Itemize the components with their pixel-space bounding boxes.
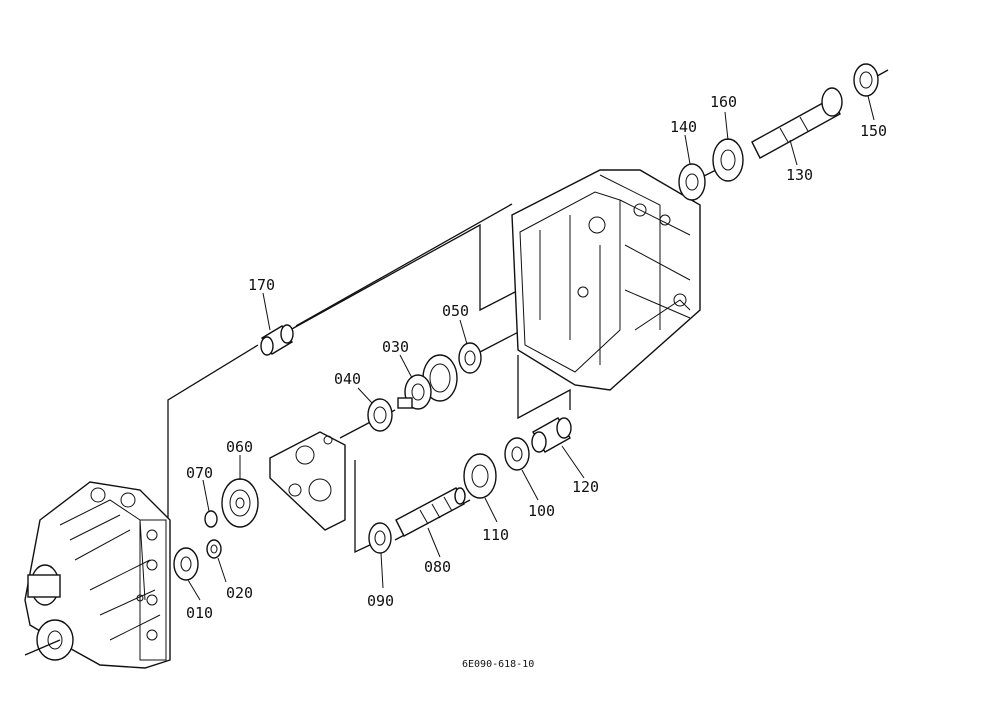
label-070: 070 xyxy=(186,464,213,482)
part-080-shaft xyxy=(395,487,466,537)
label-060: 060 xyxy=(226,438,253,456)
part-160-gear xyxy=(712,138,744,182)
part-040-bearing xyxy=(367,398,393,432)
part-060-gear xyxy=(221,478,259,528)
label-100: 100 xyxy=(528,502,555,520)
part-030-gear-cluster xyxy=(397,354,458,410)
part-170-collar xyxy=(260,324,294,356)
label-020: 020 xyxy=(226,584,253,602)
label-150: 150 xyxy=(860,122,887,140)
part-100-bearing xyxy=(504,437,530,471)
part-010-gear xyxy=(173,547,199,581)
label-040: 040 xyxy=(334,370,361,388)
part-020-washer xyxy=(206,539,222,559)
label-010: 010 xyxy=(186,604,213,622)
part-050-bearing xyxy=(458,342,482,374)
part-110-gear xyxy=(463,453,497,499)
label-110: 110 xyxy=(482,526,509,544)
label-160: 160 xyxy=(710,93,737,111)
label-030: 030 xyxy=(382,338,409,356)
part-130-shaft xyxy=(751,87,843,159)
part-070-nut xyxy=(204,510,218,528)
label-140: 140 xyxy=(670,118,697,136)
part-090-bearing xyxy=(368,522,392,554)
part-150-bearing xyxy=(853,63,879,97)
label-130: 130 xyxy=(786,166,813,184)
label-170: 170 xyxy=(248,276,275,294)
label-090: 090 xyxy=(367,592,394,610)
part-140-bearing xyxy=(678,163,706,201)
front-housing xyxy=(24,481,171,669)
part-120-collar xyxy=(531,417,572,453)
label-050: 050 xyxy=(442,302,469,320)
transmission-case xyxy=(511,169,701,391)
label-120: 120 xyxy=(572,478,599,496)
label-080: 080 xyxy=(424,558,451,576)
callout-leaders xyxy=(187,95,875,601)
drawing-code: 6E090-618-10 xyxy=(462,659,534,670)
intermediate-plate xyxy=(269,431,346,531)
